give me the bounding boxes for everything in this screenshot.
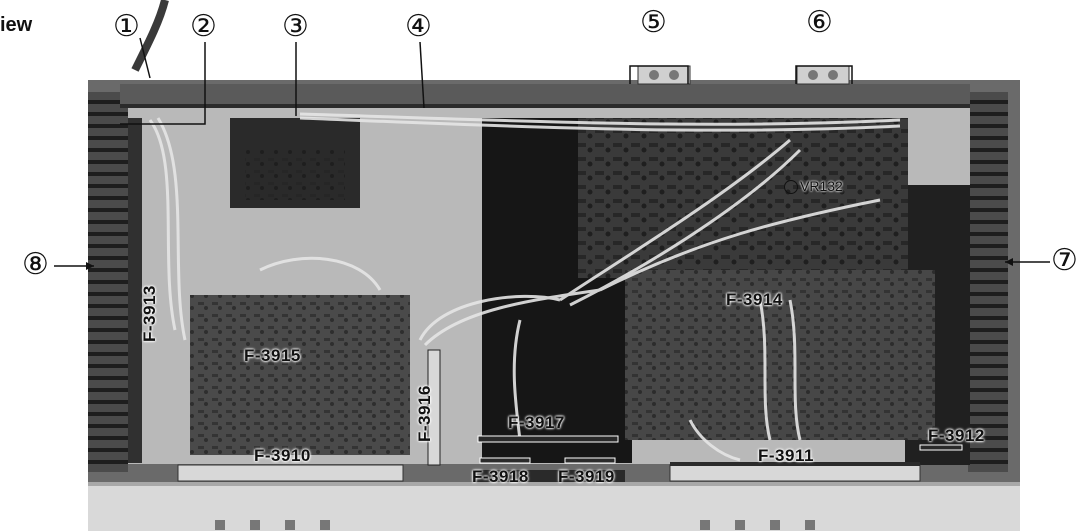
callout-5: ⑤ — [640, 5, 667, 40]
callout-3: ③ — [282, 9, 309, 44]
rear-jack-5 — [637, 65, 691, 85]
board-f3913 — [128, 118, 142, 463]
left-vent-panel — [88, 92, 128, 472]
front-panel-holes — [215, 520, 815, 530]
callout-7: ⑦ — [1051, 243, 1078, 278]
label-f3912: F-3912 — [928, 426, 985, 445]
callout-4: ④ — [405, 9, 432, 44]
label-f3917: F-3917 — [508, 413, 565, 432]
label-f3910: F-3910 — [254, 446, 311, 465]
label-f3919: F-3919 — [558, 467, 615, 486]
label-f3911: F-3911 — [758, 446, 814, 465]
callout-leaders — [54, 37, 1050, 267]
front-panel — [88, 482, 1020, 531]
trimpot-label: VR132 — [800, 178, 843, 194]
callout-2: ② — [190, 9, 217, 44]
trimpot-vr132: VR132 — [784, 178, 843, 195]
board-f3916 — [427, 349, 441, 466]
rear-jack-6 — [796, 65, 850, 85]
trimpot-circle-icon — [784, 180, 798, 195]
label-f3916: F-3916 — [415, 385, 434, 442]
power-cord — [131, 0, 169, 72]
callout-6: ⑥ — [806, 5, 833, 40]
wiring-harness — [148, 112, 901, 462]
right-vent-panel — [968, 92, 1008, 472]
label-f3913: F-3913 — [140, 285, 159, 342]
callout-1: ① — [113, 9, 140, 44]
label-f3914: F-3914 — [726, 290, 783, 309]
front-connector-strip — [177, 464, 404, 482]
callout-8: ⑧ — [22, 247, 49, 282]
page-heading-fragment: iew — [0, 14, 33, 36]
label-f3918: F-3918 — [472, 467, 529, 486]
label-f3915: F-3915 — [244, 346, 301, 365]
